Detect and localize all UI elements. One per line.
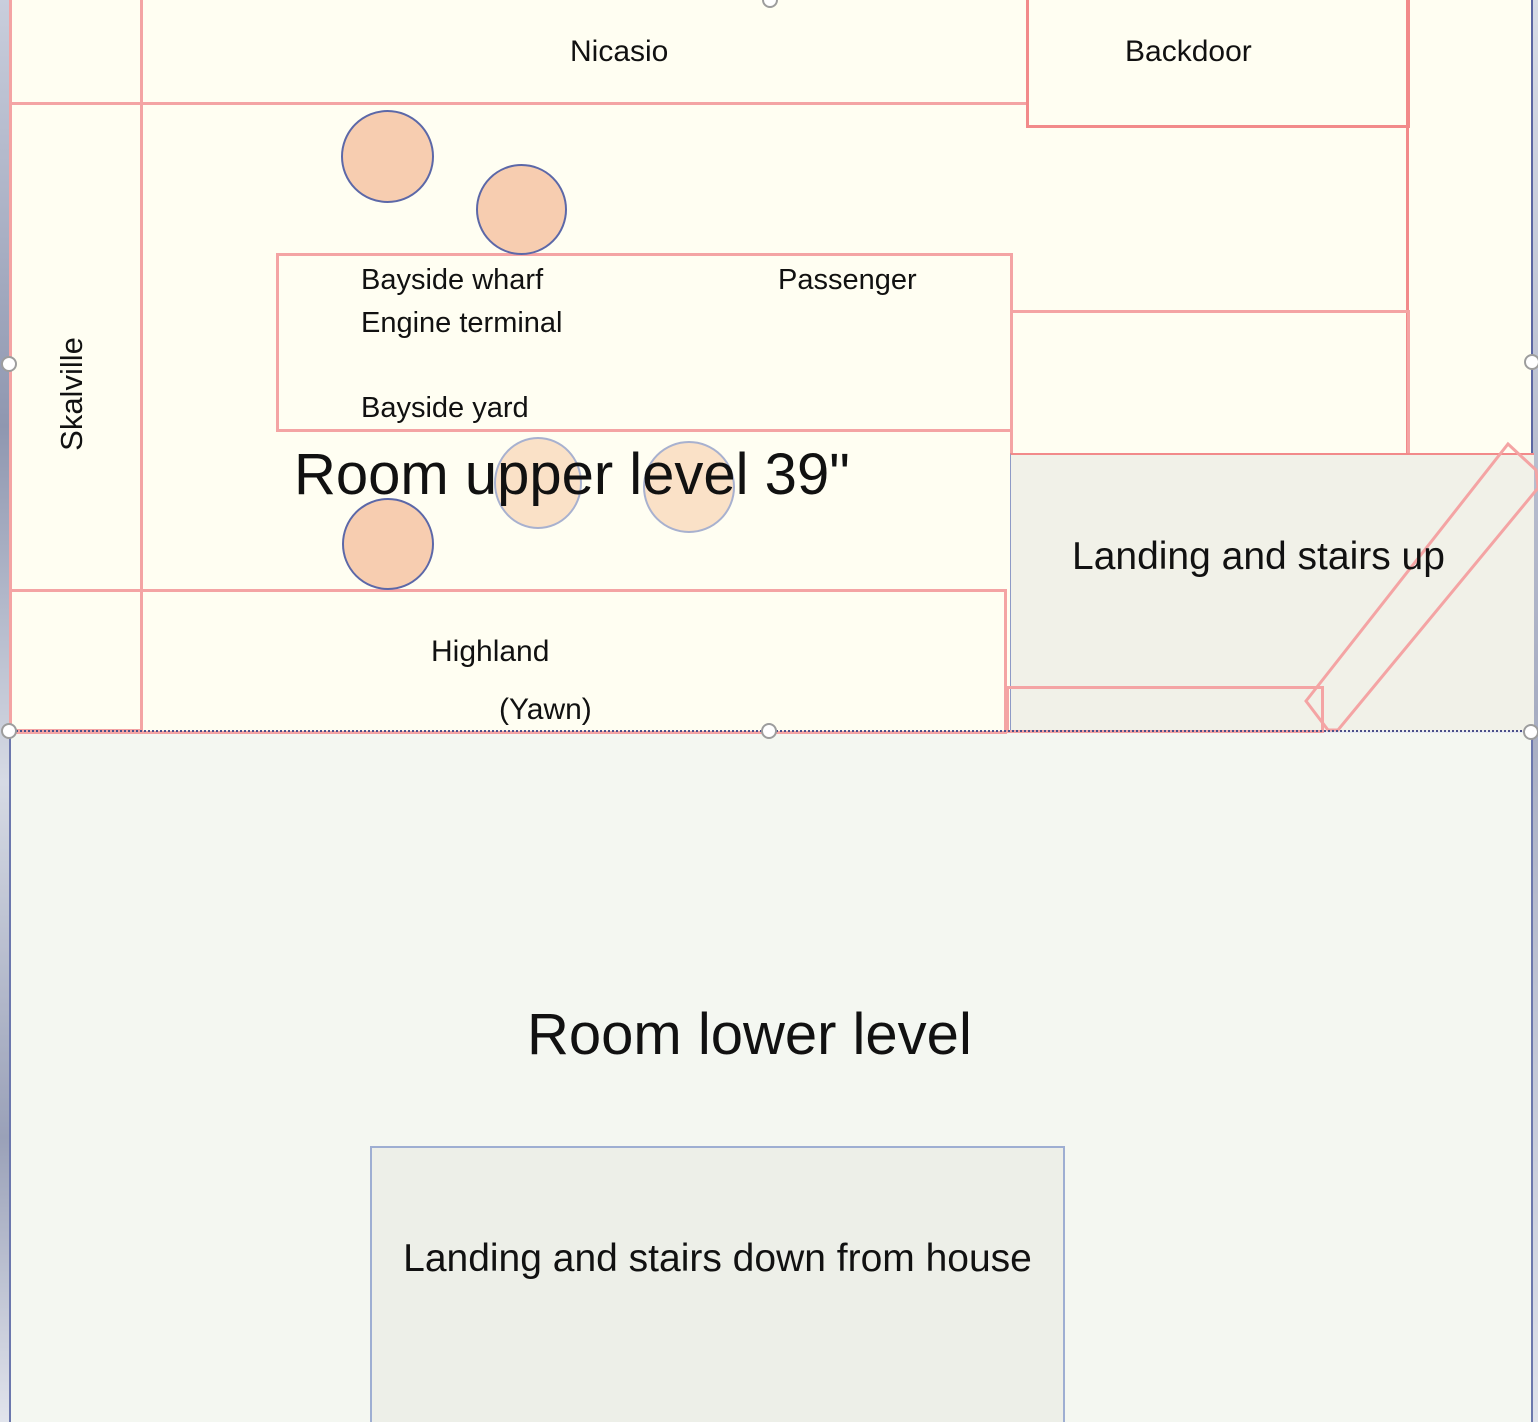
landing-stairs-up-label: Landing and stairs up <box>1072 535 1445 578</box>
bayside-extension-module[interactable] <box>1010 310 1410 456</box>
landing-stairs-down-label: Landing and stairs down from house <box>403 1237 1032 1280</box>
background-edge-left <box>0 0 10 1422</box>
bayside-wharf-label: Bayside wharf <box>361 264 544 296</box>
backdoor-label: Backdoor <box>1125 35 1252 68</box>
resize-handle-right[interactable] <box>1524 354 1538 370</box>
resize-handle-bottom-right[interactable] <box>1523 724 1538 740</box>
bayside-yard-label: Bayside yard <box>361 392 529 424</box>
landing-stairs-down[interactable]: Landing and stairs down from house <box>370 1146 1065 1422</box>
skalville-label: Skalville <box>54 337 89 451</box>
highland-module[interactable] <box>9 589 1007 734</box>
nicasio-label: Nicasio <box>570 35 669 68</box>
support-post[interactable] <box>342 498 434 590</box>
passenger-label: Passenger <box>778 264 917 296</box>
upper-room-label: Room upper level 39" <box>294 442 850 507</box>
background-edge-right <box>1532 0 1538 1422</box>
resize-handle-bottom-left[interactable] <box>1 723 17 739</box>
lower-room-label: Room lower level <box>527 1002 972 1067</box>
support-post[interactable] <box>341 110 434 203</box>
landing-stairs-up[interactable] <box>1010 453 1534 731</box>
backdoor-wall-line <box>1406 0 1409 455</box>
diagonal-stair-shape <box>1304 441 1538 732</box>
yawn-label: (Yawn) <box>499 693 592 726</box>
resize-handle-bottom[interactable] <box>761 723 777 739</box>
highland-label: Highland <box>431 635 550 668</box>
support-post[interactable] <box>494 437 582 529</box>
support-post[interactable] <box>643 441 735 533</box>
engine-terminal-label: Engine terminal <box>361 307 563 339</box>
support-post[interactable] <box>476 164 567 255</box>
resize-handle-left[interactable] <box>1 356 17 372</box>
